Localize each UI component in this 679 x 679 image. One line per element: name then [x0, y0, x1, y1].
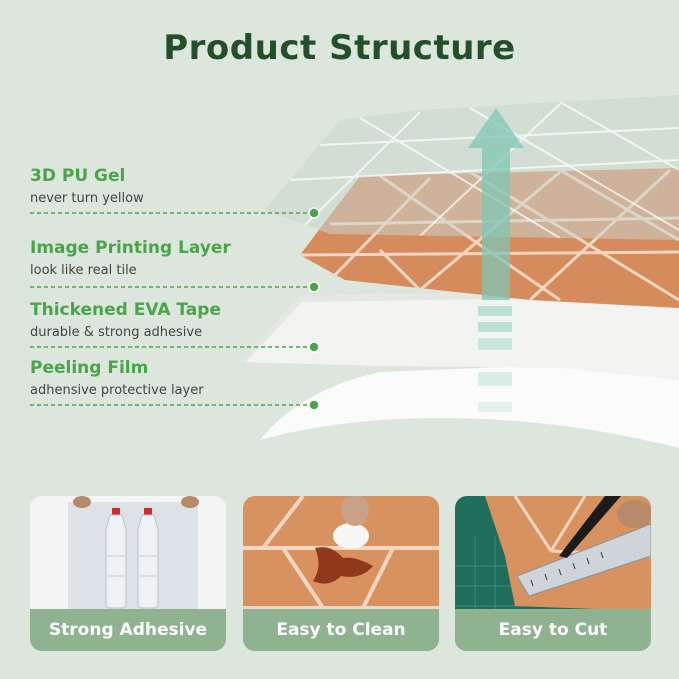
layer-marker-dot — [308, 281, 320, 293]
layer-marker-dot — [308, 399, 320, 411]
layer-name: Peeling Film — [30, 358, 149, 378]
peeling-film-layer — [260, 360, 679, 448]
bottle-icon — [105, 508, 127, 609]
page-title: Product Structure — [163, 28, 516, 68]
bottle-icon — [137, 508, 159, 609]
feature-label: Strong Adhesive — [30, 609, 226, 651]
layer-marker-dot — [308, 207, 320, 219]
feature-card-strong-adhesive: Strong Adhesive — [30, 496, 226, 651]
layer-description: look like real tile — [30, 263, 137, 278]
feature-label: Easy to Clean — [243, 609, 439, 651]
feature-card-easy-to-cut: Easy to Cut — [455, 496, 651, 651]
layer-description: never turn yellow — [30, 191, 144, 206]
pu-gel-layer — [265, 95, 679, 240]
layer-marker-dot — [308, 341, 320, 353]
layer-name: Thickened EVA Tape — [30, 300, 221, 320]
layer-label-image-printing: Image Printing Layer look like real tile — [30, 238, 231, 278]
layer-label-eva-tape: Thickened EVA Tape durable & strong adhe… — [30, 300, 221, 340]
layer-name: Image Printing Layer — [30, 238, 231, 258]
feature-card-easy-to-clean: Easy to Clean — [243, 496, 439, 651]
layer-description: durable & strong adhesive — [30, 325, 203, 340]
layer-description: adhensive protective layer — [30, 383, 204, 398]
arrow-up-icon — [468, 108, 524, 412]
ruler-icon — [516, 523, 651, 597]
layer-name: 3D PU Gel — [30, 166, 126, 186]
layer-label-peeling-film: Peeling Film adhensive protective layer — [30, 358, 204, 398]
layer-label-pu-gel: 3D PU Gel never turn yellow — [30, 166, 144, 206]
knife-icon — [559, 496, 621, 558]
eva-tape-layer — [240, 290, 679, 380]
feature-label: Easy to Cut — [455, 609, 651, 651]
